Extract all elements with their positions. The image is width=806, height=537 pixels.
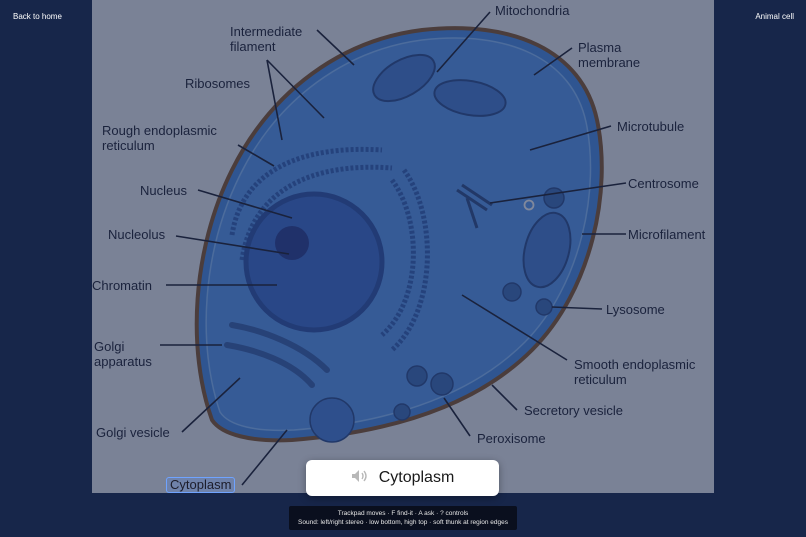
label-golgi-apparatus: Golgi apparatus: [94, 339, 152, 369]
label-smooth-er: Smooth endoplasmic reticulum: [574, 357, 696, 387]
controls-hint: Trackpad moves · F find-it · A ask · ? c…: [289, 506, 517, 530]
cell-diagram[interactable]: Intermediate filament Mitochondria Plasm…: [92, 0, 714, 493]
label-cytoplasm-focused[interactable]: Cytoplasm: [166, 477, 236, 493]
label-microtubule: Microtubule: [617, 119, 685, 134]
nucleolus: [275, 226, 309, 260]
hint-line-1: Trackpad moves · F find-it · A ask · ? c…: [337, 510, 469, 517]
label-ribosomes: Ribosomes: [185, 76, 251, 91]
back-to-home-button[interactable]: Back to home: [13, 12, 62, 21]
cell-illustration: [160, 11, 627, 486]
hint-line-2: Sound: left/right stereo · low bottom, h…: [298, 519, 508, 526]
label-chromatin: Chromatin: [92, 278, 152, 293]
peroxisome-shape: [309, 397, 355, 443]
label-nucleolus: Nucleolus: [108, 227, 166, 242]
label-microfilament: Microfilament: [628, 227, 706, 242]
label-plasma-membrane: Plasma membrane: [578, 40, 641, 70]
label-secretory-vesicle: Secretory vesicle: [524, 403, 623, 418]
label-intermediate-filament: Intermediate filament: [230, 24, 303, 54]
page-title: Animal cell: [755, 12, 794, 21]
label-mitochondria: Mitochondria: [495, 3, 570, 18]
label-golgi-vesicle: Golgi vesicle: [96, 425, 170, 440]
speaker-icon: [351, 469, 369, 488]
label-rough-er: Rough endoplasmic reticulum: [102, 123, 217, 153]
label-lysosome: Lysosome: [606, 302, 665, 317]
label-peroxisome: Peroxisome: [477, 431, 546, 446]
label-nucleus: Nucleus: [140, 183, 187, 198]
nucleus: [243, 191, 385, 333]
announcement-toast: Cytoplasm: [306, 460, 499, 496]
label-centrosome: Centrosome: [628, 176, 699, 191]
toast-text: Cytoplasm: [378, 469, 455, 486]
